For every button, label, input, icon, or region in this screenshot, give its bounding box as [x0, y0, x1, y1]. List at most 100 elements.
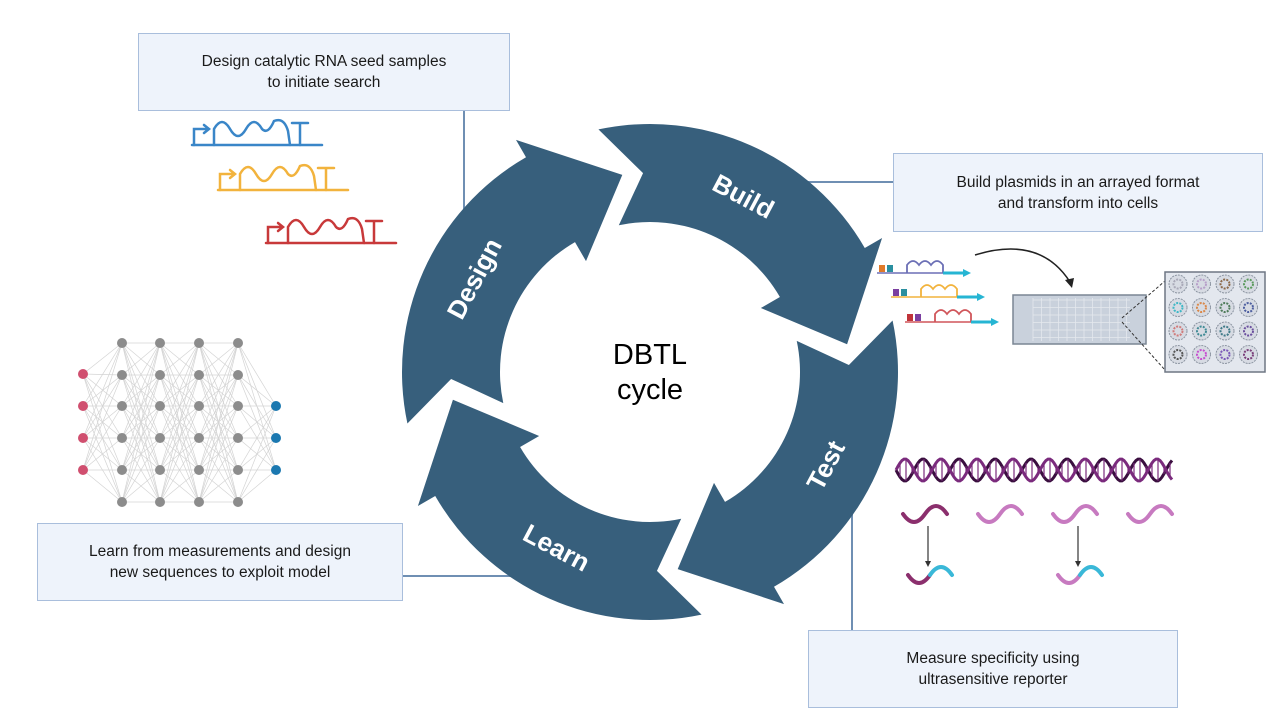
colony [1196, 325, 1207, 337]
hidden-node [155, 338, 165, 348]
ribozyme-loop [212, 118, 292, 147]
terminator-icon [290, 121, 310, 147]
hidden-node [155, 497, 165, 507]
network-edge [237, 405, 277, 439]
cleavage-arrow-head [925, 561, 931, 567]
network-edge [198, 342, 239, 503]
hidden-node [155, 401, 165, 411]
part-icon [915, 314, 921, 321]
well [1239, 321, 1258, 341]
colony [1172, 349, 1184, 360]
network-edge [82, 342, 123, 439]
network-edge [237, 342, 277, 407]
network-edge [159, 342, 200, 471]
well [1192, 321, 1211, 341]
input-node [78, 401, 88, 411]
hidden-node [233, 433, 243, 443]
test-arrow [677, 320, 898, 605]
build-arrow [598, 124, 883, 345]
hidden-node [194, 433, 204, 443]
learn-description-line2: new sequences to exploit model [109, 564, 331, 581]
well [1215, 321, 1235, 341]
colony [1243, 302, 1254, 313]
network-edge [159, 405, 200, 503]
test-connector [851, 472, 853, 630]
test-illustration [894, 457, 1174, 585]
test-description-line2: ultrasensitive reporter [918, 671, 1068, 688]
ribozyme-loop [286, 216, 366, 245]
network-edge [82, 342, 123, 407]
cleaved-rna [1056, 573, 1082, 585]
dna-strand [894, 457, 1174, 483]
well [1168, 274, 1188, 294]
well [1192, 298, 1211, 317]
hidden-node [194, 338, 204, 348]
hidden-node [117, 465, 127, 475]
colony [1219, 349, 1231, 360]
hidden-node [194, 370, 204, 380]
network-edge [237, 374, 277, 439]
well [1168, 345, 1188, 364]
hidden-node [233, 401, 243, 411]
colony [1219, 325, 1231, 337]
well [1239, 345, 1258, 364]
plasmid-construct [891, 284, 985, 301]
gene-arrow-head [991, 318, 999, 326]
plasmid-construct [905, 309, 999, 326]
hidden-node [117, 370, 127, 380]
network-edge [159, 342, 200, 439]
network-edge [237, 374, 277, 471]
network-edge [82, 469, 123, 503]
part-icon [887, 265, 893, 272]
input-node [78, 433, 88, 443]
network-edge [198, 405, 239, 503]
learn-arrow [417, 399, 702, 620]
network-edge [159, 342, 200, 407]
design-description-box: Design catalytic RNA seed samples to ini… [138, 33, 510, 111]
network-edge [159, 469, 200, 503]
curved-arrow-head [1065, 278, 1074, 288]
promoter-arrow-icon [266, 221, 286, 245]
network-edge [121, 437, 161, 503]
neural-network-icon [78, 338, 281, 507]
well [1215, 298, 1235, 317]
build-description-box: Build plasmids in an arrayed format and … [893, 153, 1263, 232]
well [1168, 321, 1188, 341]
network-edge [121, 469, 161, 503]
gene-construct-icon [190, 118, 324, 147]
network-edge [159, 437, 200, 503]
reporter-signal [1078, 565, 1104, 577]
promoter-arrow-icon [218, 168, 238, 192]
part-icon [879, 265, 885, 272]
network-edges [82, 342, 277, 503]
network-edge [159, 374, 200, 503]
hidden-node [117, 338, 127, 348]
network-edge [82, 374, 123, 471]
gene-construct-icon [264, 216, 398, 245]
hidden-node [117, 433, 127, 443]
design-description-line1: Design catalytic RNA seed samples [201, 53, 447, 70]
hidden-node [194, 401, 204, 411]
hidden-node [233, 497, 243, 507]
gene-arrow-head [977, 293, 985, 301]
plasmid-construct [877, 260, 971, 277]
design-arrow [402, 139, 623, 424]
output-node [271, 401, 281, 411]
cleavage-arrow-head [1075, 561, 1081, 567]
output-node [271, 433, 281, 443]
ribozyme-loop [934, 309, 972, 322]
cleaved-rna [906, 573, 932, 585]
build-description-line2: and transform into cells [997, 194, 1159, 212]
colony [1219, 302, 1231, 313]
network-edge [121, 405, 161, 503]
colony [1172, 302, 1184, 313]
promoter-arrow-icon [192, 123, 212, 147]
well [1215, 345, 1235, 364]
hidden-node [117, 497, 127, 507]
well [1168, 298, 1188, 317]
network-edge [82, 342, 123, 471]
well-plate-icon [1012, 294, 1147, 345]
learn-connector [402, 575, 562, 577]
rna-strand [976, 504, 1024, 524]
